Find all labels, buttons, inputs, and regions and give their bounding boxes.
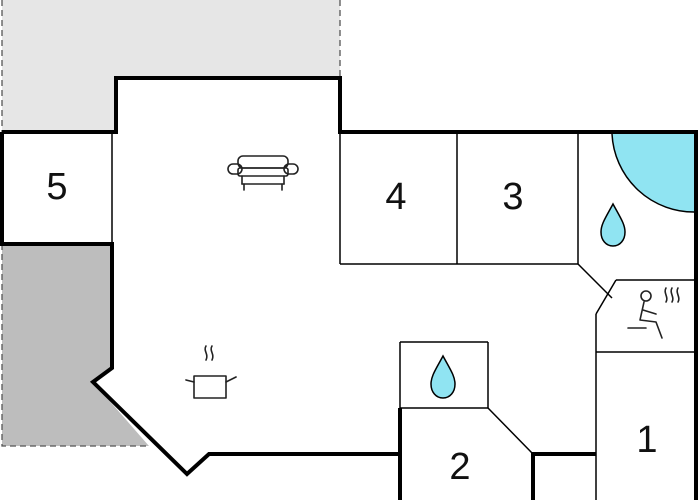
- room-number-1: 1: [636, 419, 657, 461]
- room-number-4: 4: [385, 176, 406, 218]
- exterior-walls: [0, 76, 698, 500]
- terrace-dark-area: [2, 244, 149, 446]
- pool-edge: [611, 133, 697, 213]
- room-number-2: 2: [449, 446, 470, 488]
- terrace-light-area: [2, 0, 340, 132]
- cooking-pot-icon: [185, 345, 237, 399]
- room-number-3: 3: [502, 176, 523, 218]
- interior-walls: [111, 132, 696, 500]
- sofa-icon: [227, 155, 299, 191]
- sauna-icon: [627, 287, 680, 339]
- water-drop-icon: [430, 354, 456, 399]
- room-number-5: 5: [46, 166, 67, 208]
- outdoor-areas: [1, 0, 341, 447]
- water-drop-icon: [600, 202, 626, 247]
- pool-area: [612, 134, 696, 213]
- terrace-dark-border: [1, 244, 149, 447]
